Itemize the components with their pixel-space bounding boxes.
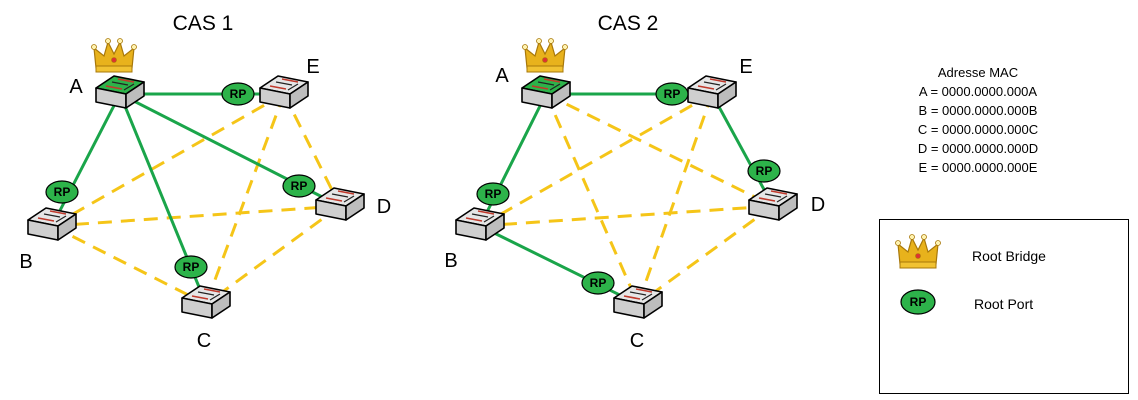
crown-icon [90, 37, 138, 73]
switch-icon [27, 207, 77, 241]
root-links [478, 92, 775, 306]
switch-icon [315, 187, 365, 221]
node-label-c: C [630, 330, 644, 352]
legend-root-port-label: Root Port [974, 296, 1033, 312]
blocked-link-b-d [51, 204, 341, 228]
blocked-link-c-d [205, 204, 341, 306]
switch-icon [687, 75, 737, 109]
mac-row: C = 0000.0000.000C [918, 122, 1038, 137]
root-port-badge: RP [655, 82, 689, 106]
node-label-e: E [306, 56, 319, 78]
node-label-d: D [377, 196, 391, 218]
root-link-a-b [478, 93, 548, 227]
blocked-link-e-c [204, 93, 286, 305]
legend-root-bridge-label: Root Bridge [972, 248, 1046, 264]
root-port-badge: RP [747, 159, 781, 183]
diagram-title: CAS 2 [598, 12, 659, 35]
svg-text:RP: RP [756, 164, 773, 178]
legend-box [879, 219, 1129, 394]
switch-icon [259, 75, 309, 109]
root-port-badge: RP [900, 289, 936, 315]
mac-row: D = 0000.0000.000D [918, 141, 1038, 156]
switch-icon [613, 285, 663, 319]
diagram-cas-2: CAS 2 RP [444, 12, 825, 352]
crown-icon [521, 37, 569, 73]
svg-text:RP: RP [54, 185, 71, 199]
mac-row: B = 0000.0000.000B [919, 103, 1038, 118]
mac-address-table: Adresse MAC A = 0000.0000.000A B = 0000.… [918, 65, 1038, 175]
legend: Root Bridge RP Root Port [879, 219, 1129, 394]
root-link-e-d [710, 93, 775, 207]
svg-text:RP: RP [485, 187, 502, 201]
root-port-badge: RP [45, 180, 79, 204]
node-label-b: B [444, 250, 457, 272]
node-label-c: C [197, 330, 211, 352]
svg-text:RP: RP [664, 87, 681, 101]
blocked-link-a-d [545, 92, 774, 208]
svg-text:RP: RP [590, 276, 607, 290]
svg-text:RP: RP [230, 87, 247, 101]
switch-icon [748, 187, 798, 221]
root-port-badge: RP [221, 82, 255, 106]
switch-icon [181, 285, 231, 319]
mac-row: E = 0000.0000.000E [919, 160, 1038, 175]
node-label-a: A [69, 76, 83, 98]
blocked-link-c-d [637, 204, 774, 306]
root-link-b-c [479, 224, 639, 306]
blocked-link-e-d [282, 93, 342, 207]
blocked-link-e-c [636, 93, 714, 305]
blocked-links [51, 92, 342, 306]
blocked-links [479, 92, 774, 306]
svg-text:RP: RP [183, 260, 200, 274]
mac-row: A = 0000.0000.000A [919, 84, 1038, 99]
blocked-link-b-c [51, 224, 207, 306]
root-port-badge: RP [581, 271, 615, 295]
crown-icon [894, 233, 942, 269]
node-label-a: A [495, 65, 509, 87]
root-port-badge: RP [282, 174, 316, 198]
svg-text:RP: RP [910, 295, 927, 309]
diagram-cas-1: CAS 1 RP [19, 12, 391, 352]
root-link-a-b [50, 93, 122, 227]
blocked-link-b-d [479, 204, 774, 228]
root-port-badge: RP [174, 255, 208, 279]
node-label-e: E [739, 56, 752, 78]
diagram-title: CAS 1 [173, 12, 234, 35]
blocked-link-a-c [544, 93, 640, 305]
switch-icon [521, 75, 571, 109]
node-label-d: D [811, 194, 825, 216]
mac-table-header: Adresse MAC [938, 65, 1018, 80]
root-port-badge: RP [476, 182, 510, 206]
node-label-b: B [19, 251, 32, 273]
svg-text:RP: RP [291, 179, 308, 193]
